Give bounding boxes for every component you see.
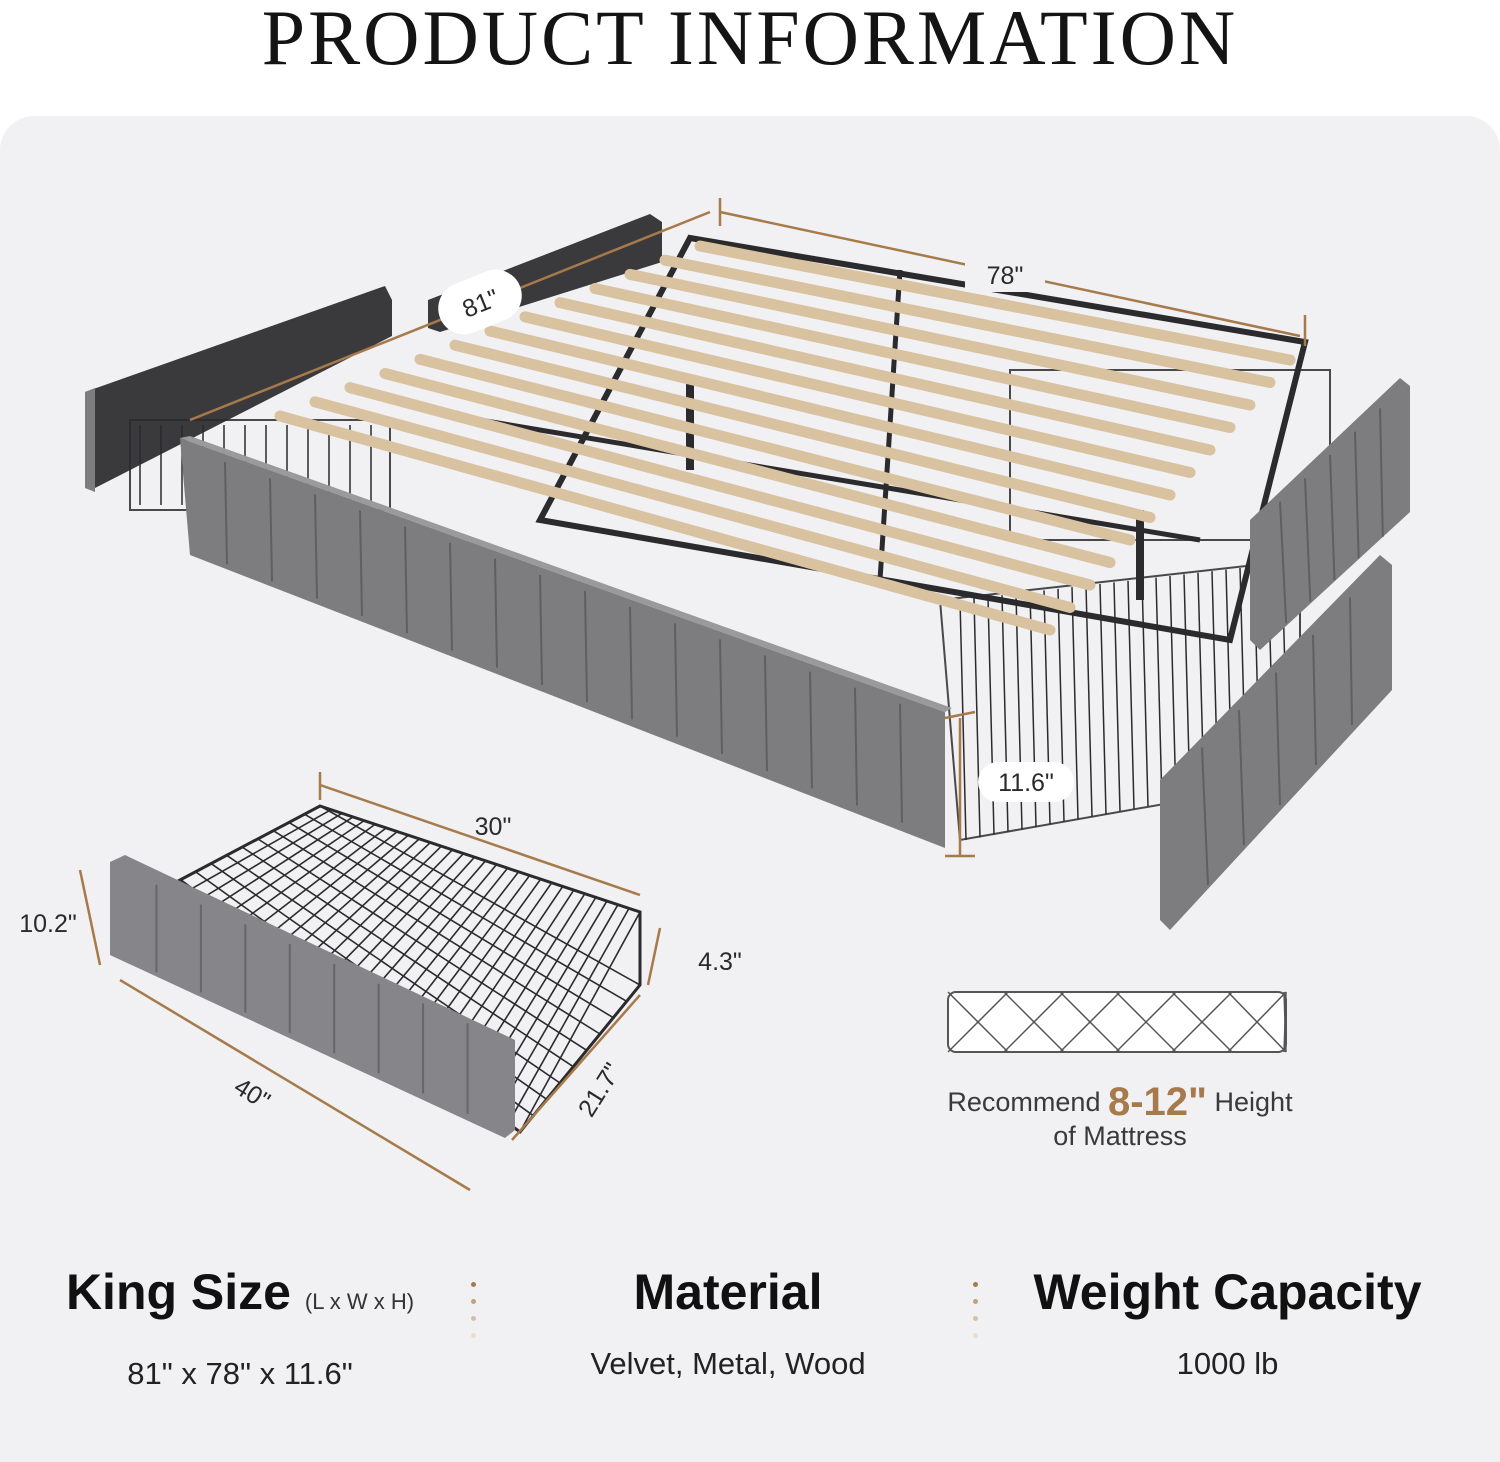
bed-height-label: 11.6" [998, 769, 1054, 797]
slat [519, 311, 1196, 478]
bed-frame-drawing [85, 214, 1410, 930]
slat [589, 283, 1236, 433]
slat [309, 396, 1076, 613]
drawer-drawing [110, 804, 642, 1138]
drawer-basket-height-label: 4.3" [698, 948, 742, 976]
mattress-icon [947, 991, 1287, 1053]
size-heading: King Size [65, 1264, 291, 1320]
recommend-line2: of Mattress [1053, 1121, 1187, 1151]
slat [379, 368, 1116, 568]
slat [414, 353, 1136, 546]
slats [274, 240, 1296, 636]
drawer-dimension-lines [78, 772, 662, 1192]
label-81: 81" [438, 269, 522, 335]
bed-width-label: 78" [987, 262, 1024, 290]
divider-dots-right [972, 1282, 980, 1350]
drawer-depth-label: 30" [475, 813, 512, 841]
spec-material: Material Velvet, Metal, Wood [528, 1262, 928, 1382]
slat [694, 240, 1296, 366]
capacity-heading: Weight Capacity [1033, 1264, 1422, 1320]
mattress-height-range: 8-12" [1107, 1080, 1208, 1124]
slat [554, 297, 1216, 456]
spec-size: King Size (L x W x H) 81" x 78" x 11.6" [30, 1262, 450, 1392]
slat [659, 254, 1276, 388]
slat [449, 339, 1156, 523]
recommend-prefix: Recommend [947, 1087, 1101, 1117]
drawer-side-label: 21.7" [573, 1058, 627, 1122]
material-value: Velvet, Metal, Wood [590, 1346, 866, 1381]
slat [344, 382, 1096, 591]
capacity-value: 1000 lb [1176, 1346, 1279, 1381]
material-heading: Material [633, 1264, 823, 1320]
mattress-recommendation: Recommend 8-12" Height of Mattress [900, 1082, 1340, 1153]
drawer-width-label: 40" [229, 1072, 275, 1115]
recommend-suffix: Height [1214, 1087, 1293, 1117]
spec-capacity: Weight Capacity 1000 lb [995, 1262, 1460, 1382]
label-78: 78" [965, 258, 1045, 292]
slat [624, 268, 1256, 411]
slat [484, 325, 1176, 501]
slat [274, 410, 1056, 636]
drawer-front-height-label: 10.2" [19, 910, 77, 938]
page-title: PRODUCT INFORMATION [261, 0, 1239, 81]
divider-dots-left [470, 1282, 478, 1350]
label-11-6: 11.6" [978, 762, 1074, 802]
size-sub: (L x W x H) [304, 1289, 415, 1314]
size-value: 81" x 78" x 11.6" [127, 1356, 353, 1391]
